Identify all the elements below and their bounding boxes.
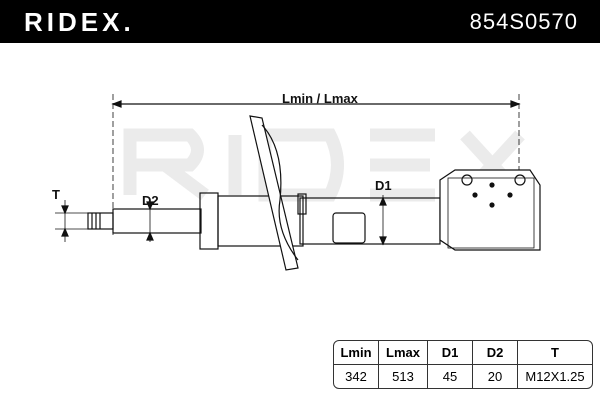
spec-header-row: Lmin Lmax D1 D2 T — [334, 341, 592, 365]
header-lmin: Lmin — [334, 341, 379, 365]
spec-table: Lmin Lmax D1 D2 T 342 513 45 20 M12X1.25 — [333, 340, 593, 389]
t-label: T — [52, 187, 60, 202]
spring-seat — [249, 115, 299, 271]
d1-label: D1 — [375, 178, 392, 193]
length-label: Lmin / Lmax — [282, 91, 358, 106]
spec-value-row: 342 513 45 20 M12X1.25 — [334, 365, 592, 388]
piston-rod — [112, 208, 202, 234]
upper-body — [217, 195, 304, 247]
d2-label: D2 — [142, 193, 159, 208]
brake-line-bracket — [332, 212, 366, 244]
header-t: T — [518, 341, 592, 365]
header-d2: D2 — [473, 341, 518, 365]
value-lmax: 513 — [379, 365, 428, 388]
knuckle-mount — [439, 169, 541, 251]
brand-logo: RIDEX. — [24, 7, 135, 37]
damper-body — [299, 197, 441, 245]
value-t: M12X1.25 — [525, 369, 585, 384]
header-bar: RIDEX. 854S0570 — [0, 0, 600, 43]
value-d1: 45 — [428, 365, 473, 388]
header-d1: D1 — [428, 341, 473, 365]
part-number: 854S0570 — [469, 9, 578, 34]
value-d2: 20 — [473, 365, 518, 388]
header-lmax: Lmax — [379, 341, 428, 365]
watermark — [123, 128, 525, 202]
value-lmin: 342 — [334, 365, 379, 388]
dust-cap — [199, 192, 219, 250]
